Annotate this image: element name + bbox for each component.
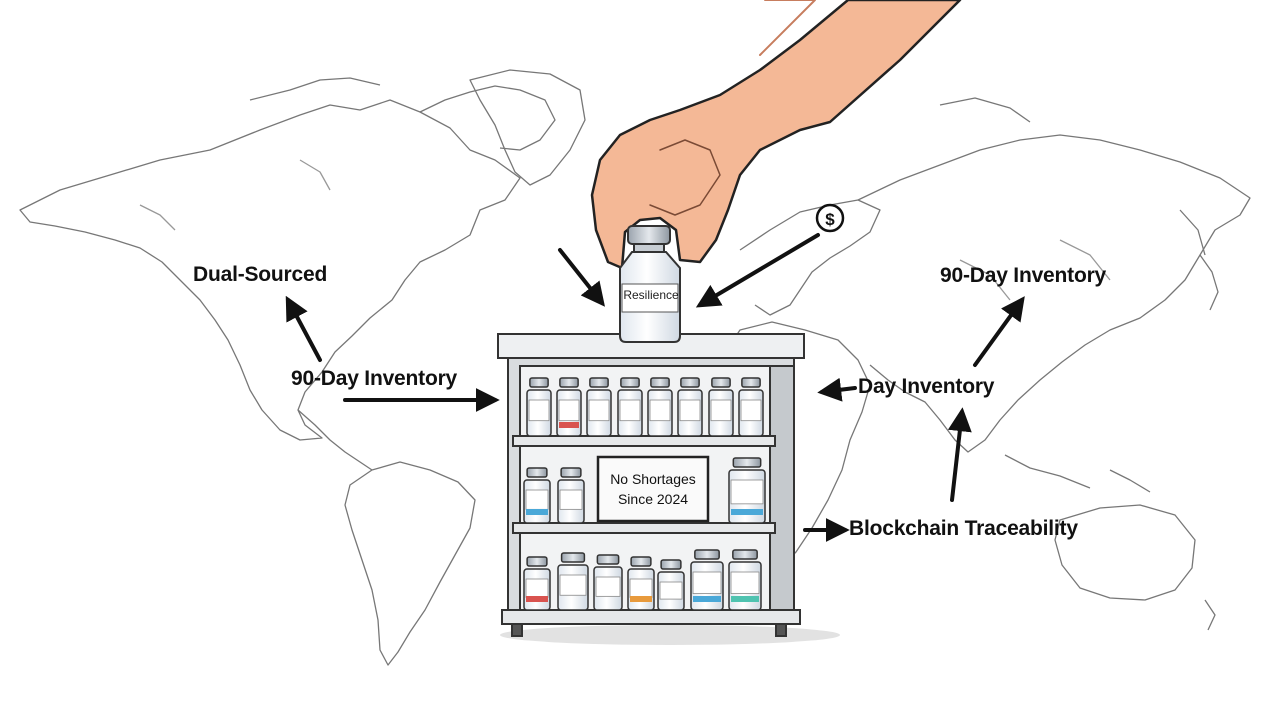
arrow-to-vial-left	[558, 248, 605, 307]
arrow-to-shelf-right	[817, 377, 857, 402]
sign-line-2: Since 2024	[617, 491, 689, 507]
vials-group	[523, 377, 766, 611]
arrow-up-to-day-inventory	[947, 407, 972, 502]
label-dual-sourced: Dual-Sourced	[193, 263, 328, 286]
arrow-to-90-day-right	[973, 296, 1025, 367]
vial-item	[690, 549, 724, 611]
label-90-day-inventory-right: 90-Day Inventory	[940, 264, 1107, 287]
shortage-sign: No Shortages Since 2024	[598, 457, 708, 521]
vial-item	[557, 552, 589, 611]
vial-item	[728, 549, 762, 611]
sign-line-1: No Shortages	[610, 471, 696, 487]
arrow-to-dual-sourced	[285, 295, 322, 362]
annotation-arrows	[285, 233, 1025, 542]
vial-item	[728, 457, 766, 524]
vial-item	[526, 377, 552, 437]
vial-item	[677, 377, 703, 437]
vial-item	[708, 377, 734, 437]
arrow-from-coin	[695, 233, 820, 308]
vial-item	[627, 556, 655, 611]
medicine-vial-icon	[619, 225, 681, 343]
world-map	[19, 69, 1251, 666]
vial-item	[593, 554, 623, 611]
vial-item	[556, 377, 582, 437]
vial-item	[738, 377, 764, 437]
shortage-sign-board	[596, 455, 710, 523]
vial-label: Resilience	[623, 288, 679, 302]
hand-icon	[590, 0, 962, 270]
vial-item	[647, 377, 673, 437]
vial-item	[657, 559, 685, 611]
coin-icon: $	[815, 203, 845, 233]
vial-item	[523, 556, 551, 611]
vial-item	[617, 377, 643, 437]
label-day-inventory-right: Day Inventory	[858, 375, 995, 398]
label-blockchain-traceability: Blockchain Traceability	[849, 517, 1078, 540]
label-90-day-inventory-left: 90-Day Inventory	[291, 367, 458, 390]
svg-text:$: $	[825, 210, 835, 229]
vial-item	[557, 467, 585, 524]
vial-item	[523, 467, 551, 524]
vial-item	[586, 377, 612, 437]
